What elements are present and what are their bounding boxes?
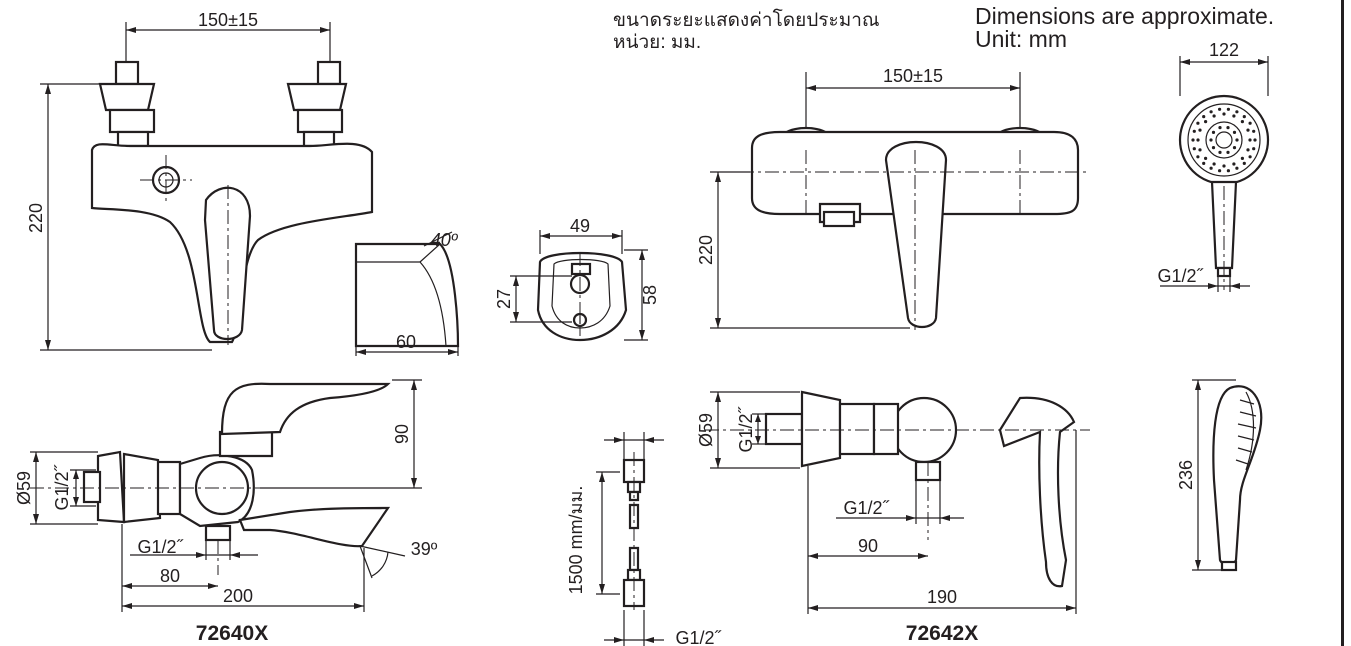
nozzle-dot (1246, 148, 1250, 152)
dim-outlet-thread-72642x: G1/2˝ (843, 498, 889, 518)
dim-height-72642x: 220 (696, 235, 716, 265)
english-note-line1: Dimensions are approximate. (975, 3, 1275, 29)
nozzle-dot (1240, 120, 1244, 124)
dim-total-length-72640x: 200 (223, 586, 253, 606)
dim-holder-width: 49 (570, 216, 590, 236)
english-note-line2: Unit: mm (975, 26, 1067, 52)
thai-note-line1: ขนาดระยะแสดงค่าโดยประมาณ (613, 10, 880, 31)
nozzle-dot (1248, 121, 1252, 125)
dim-spout-angle-72640x: 39º (411, 539, 438, 559)
nozzle-dot (1246, 128, 1250, 132)
english-note: Dimensions are approximate. Unit: mm (975, 5, 1274, 51)
nozzle-dot (1226, 169, 1230, 173)
dim-height-72640x: 220 (26, 203, 46, 233)
dim-inlet-thread-72642x: G1/2˝ (736, 406, 756, 452)
nozzle-dot (1204, 156, 1208, 160)
nozzle-dot (1212, 162, 1216, 166)
dim-outlet-distance-72640x: 80 (160, 566, 180, 586)
nozzle-dot (1212, 114, 1216, 118)
dim-hand-shower-length: 236 (1176, 460, 1196, 490)
dim-projection-72640x: 90 (392, 424, 412, 444)
dim-holder-hole-height: 27 (494, 289, 514, 309)
nozzle-dot (1248, 138, 1252, 142)
nozzle-dot (1211, 130, 1216, 134)
nozzle-dot (1242, 115, 1246, 119)
holder-side-view: 40º 60 (354, 230, 460, 356)
nozzle-dot (1242, 161, 1246, 165)
dim-diameter-72640x: Ø59 (14, 471, 34, 505)
model-label-72642x: 72642X (906, 622, 978, 645)
nozzle-dot (1202, 115, 1206, 119)
thai-note-line2: หน่วย: มม. (613, 32, 702, 53)
dim-outlet-distance-72642x: 90 (858, 536, 878, 556)
nozzle-dot (1192, 129, 1196, 133)
nozzle-dot (1209, 166, 1213, 170)
nozzle-dot (1209, 110, 1213, 114)
nozzle-dot (1252, 129, 1256, 133)
nozzle-dot (1196, 121, 1200, 125)
dim-head-diameter: 122 (1209, 40, 1239, 60)
nozzle-dot (1235, 166, 1239, 170)
model-label-72640x: 72640X (196, 622, 268, 645)
nozzle-dot (1226, 126, 1230, 130)
dim-inlet-thread-72640x: G1/2˝ (52, 464, 72, 510)
nozzle-dot (1192, 147, 1196, 151)
nozzle-dot (1222, 112, 1226, 116)
nozzle-dot (1248, 155, 1252, 159)
nozzle-dot (1218, 107, 1222, 111)
nozzle-dot (1253, 138, 1257, 142)
faucet-72642x-side-view: Ø59 G1/2˝ G1/2˝ 90 190 72642X (696, 390, 1090, 645)
nozzle-dot (1218, 126, 1222, 130)
nozzle-dot (1252, 147, 1256, 151)
hand-shower-front-view: 122 G1/2˝ (1157, 40, 1270, 292)
thai-note: ขนาดระยะแสดงค่าโดยประมาณ หน่วย: มม. (613, 10, 880, 54)
dim-hose-length: 1500 mm/มม. (566, 486, 586, 595)
spray-nozzles (1191, 107, 1257, 173)
nozzle-dot (1235, 110, 1239, 114)
dim-holder-depth: 60 (396, 332, 416, 352)
nozzle-dot (1232, 114, 1236, 118)
nozzle-dot (1218, 169, 1222, 173)
nozzle-dot (1202, 161, 1206, 165)
faucet-72640x-side-view: 90 Ø59 G1/2˝ G1/2˝ (14, 379, 438, 645)
nozzle-dot (1226, 150, 1230, 154)
nozzle-dot (1196, 138, 1200, 142)
faucet-72642x-front-view: 150±15 220 (696, 66, 1090, 330)
dim-hand-shower-thread: G1/2˝ (1157, 266, 1203, 286)
hose-view: 1500 mm/มม. G1/2˝ (566, 432, 722, 646)
nozzle-dot (1232, 146, 1237, 150)
holder-front-view: 49 27 58 (494, 216, 660, 342)
dim-hose-thread: G1/2˝ (675, 628, 721, 646)
nozzle-dot (1222, 164, 1226, 168)
dim-total-length-72642x: 190 (927, 587, 957, 607)
nozzle-dot (1191, 138, 1195, 142)
dim-width-72642x: 150±15 (883, 66, 943, 86)
nozzle-dot (1240, 156, 1244, 160)
dim-holder-height: 58 (640, 285, 660, 305)
nozzle-dot (1196, 155, 1200, 159)
dim-holder-angle: 40º (431, 230, 459, 250)
nozzle-dot (1218, 150, 1222, 154)
sheet-border-right (1341, 0, 1344, 646)
nozzle-dot (1198, 128, 1202, 132)
faucet-72640x-front-view: 150±15 220 (26, 10, 374, 351)
hand-shower-side-view: 236 (1176, 379, 1263, 572)
nozzle-dot (1232, 162, 1236, 166)
dim-diameter-72642x: Ø59 (696, 413, 716, 447)
nozzle-dot (1235, 138, 1239, 142)
dim-outlet-thread-72640x: G1/2˝ (137, 537, 183, 557)
nozzle-dot (1209, 138, 1213, 142)
nozzle-dot (1226, 107, 1230, 111)
nozzle-dot (1198, 148, 1202, 152)
dim-width-72640x: 150±15 (198, 10, 258, 30)
nozzle-dot (1232, 130, 1237, 134)
nozzle-dot (1211, 146, 1216, 150)
nozzle-dot (1204, 120, 1208, 124)
